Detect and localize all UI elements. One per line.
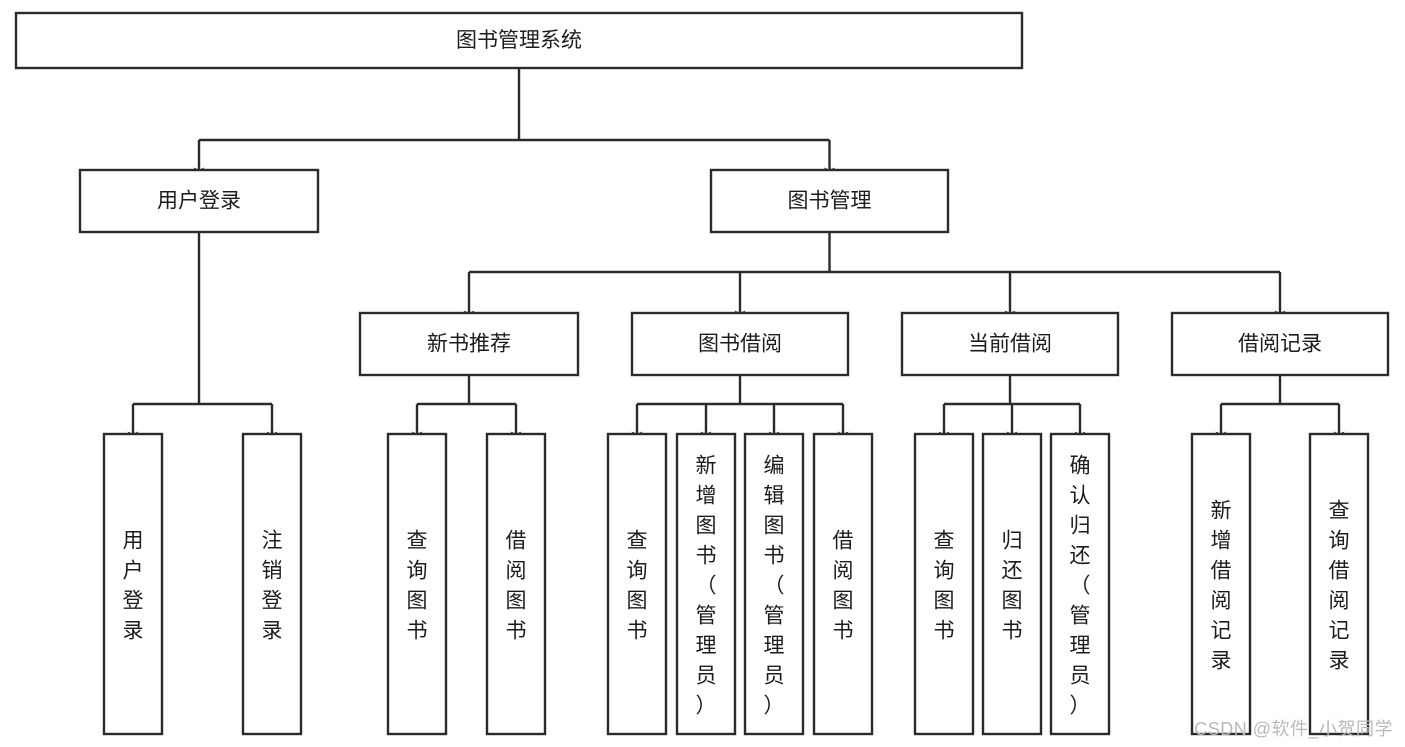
connector-layer [127, 68, 1345, 441]
node-label-borrow-edit-book: 编辑图书（管理员） [764, 454, 785, 717]
node-label-borrow-borrow-book: 借阅图书 [833, 529, 854, 642]
node-book-manage[interactable]: 图书管理 [709, 168, 950, 234]
node-record-add[interactable]: 新增借阅记录 [1190, 432, 1252, 736]
node-borrow-record[interactable]: 借阅记录 [1170, 311, 1390, 377]
node-root[interactable]: 图书管理系统 [14, 11, 1024, 70]
node-record-query[interactable]: 查询借阅记录 [1308, 432, 1370, 736]
node-box-book-manage[interactable] [709, 168, 950, 234]
node-box-current-query-book[interactable] [913, 432, 975, 736]
node-label-record-query: 查询借阅记录 [1329, 499, 1350, 672]
node-box-recommend-query-book[interactable] [386, 432, 448, 736]
node-label-record-add: 新增借阅记录 [1211, 499, 1232, 672]
node-label-current-query-book: 查询图书 [934, 529, 955, 642]
node-current-query-book[interactable]: 查询图书 [913, 432, 975, 736]
node-box-current-return-book[interactable] [981, 432, 1043, 736]
node-box-borrow-edit-book[interactable] [743, 432, 805, 736]
node-label-current-confirm-return: 确认归还（管理员） [1070, 454, 1091, 717]
node-recommend-borrow-book[interactable]: 借阅图书 [485, 432, 547, 736]
node-box-root[interactable] [14, 11, 1024, 70]
node-box-recommend-borrow-book[interactable] [485, 432, 547, 736]
node-borrow-add-book[interactable]: 新增图书（管理员） [675, 432, 737, 736]
node-box-record-add[interactable] [1190, 432, 1252, 736]
node-current-confirm-return[interactable]: 确认归还（管理员） [1049, 432, 1111, 736]
node-label-current-return-book: 归还图书 [1002, 529, 1023, 642]
node-box-borrow-borrow-book[interactable] [812, 432, 874, 736]
node-user-login[interactable]: 用户登录 [78, 168, 320, 234]
node-user-login-do[interactable]: 用户登录 [102, 432, 164, 736]
node-label-user-login: 用户登录 [157, 190, 241, 213]
node-box-borrow-add-book[interactable] [675, 432, 737, 736]
node-label-borrow-add-book: 新增图书（管理员） [696, 454, 717, 717]
node-user-logout[interactable]: 注销登录 [241, 432, 303, 736]
node-label-user-logout: 注销登录 [262, 529, 283, 642]
node-box-user-login-do[interactable] [102, 432, 164, 736]
node-label-borrow-record: 借阅记录 [1238, 333, 1322, 356]
node-box-borrow-record[interactable] [1170, 311, 1390, 377]
node-current-return-book[interactable]: 归还图书 [981, 432, 1043, 736]
node-box-user-logout[interactable] [241, 432, 303, 736]
node-label-user-login-do: 用户登录 [123, 529, 144, 642]
node-box-new-book-recommend[interactable] [358, 311, 580, 377]
node-borrow-borrow-book[interactable]: 借阅图书 [812, 432, 874, 736]
node-box-current-confirm-return[interactable] [1049, 432, 1111, 736]
node-box-borrow-query-book[interactable] [606, 432, 668, 736]
node-new-book-recommend[interactable]: 新书推荐 [358, 311, 580, 377]
node-box-current-borrow[interactable] [900, 311, 1120, 377]
node-current-borrow[interactable]: 当前借阅 [900, 311, 1120, 377]
node-label-book-manage: 图书管理 [788, 190, 872, 213]
watermark-text: CSDN @软件_小贺同学 [1194, 719, 1393, 739]
node-box-record-query[interactable] [1308, 432, 1370, 736]
node-label-new-book-recommend: 新书推荐 [427, 333, 511, 356]
node-label-recommend-query-book: 查询图书 [407, 529, 428, 642]
node-borrow-query-book[interactable]: 查询图书 [606, 432, 668, 736]
node-book-borrow[interactable]: 图书借阅 [630, 311, 850, 377]
node-borrow-edit-book[interactable]: 编辑图书（管理员） [743, 432, 805, 736]
node-label-root: 图书管理系统 [456, 29, 582, 52]
node-layer: 图书管理系统用户登录用户登录注销登录图书管理新书推荐查询图书借阅图书图书借阅查询… [14, 11, 1390, 736]
node-box-user-login[interactable] [78, 168, 320, 234]
node-recommend-query-book[interactable]: 查询图书 [386, 432, 448, 736]
node-label-current-borrow: 当前借阅 [968, 333, 1052, 356]
node-label-borrow-query-book: 查询图书 [627, 529, 648, 642]
node-label-book-borrow: 图书借阅 [698, 333, 782, 356]
node-box-book-borrow[interactable] [630, 311, 850, 377]
node-label-recommend-borrow-book: 借阅图书 [506, 529, 527, 642]
